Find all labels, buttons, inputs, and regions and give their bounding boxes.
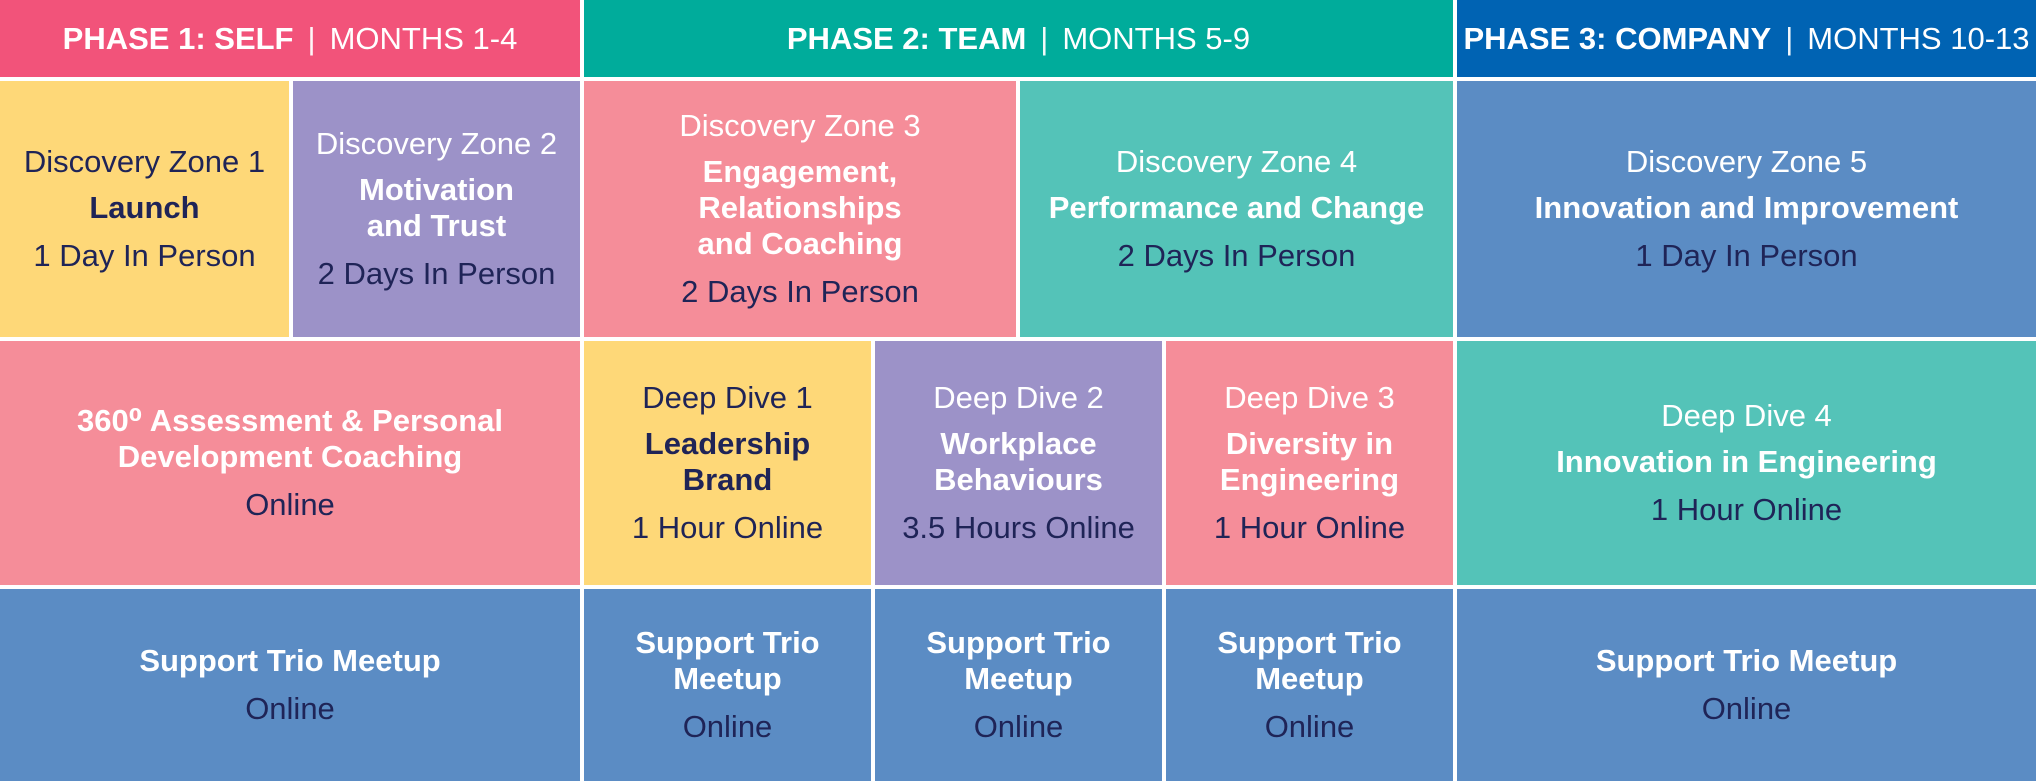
phase-2-title: PHASE 2: TEAM — [786, 20, 1027, 56]
deep-dive-4-format: 1 Hour Online — [1650, 492, 1843, 527]
deep-dive-1-label: Deep Dive 1 — [642, 380, 813, 415]
discovery-zone-3-label: Discovery Zone 3 — [679, 108, 921, 143]
support-trio-1: Support Trio Meetup Online — [0, 589, 580, 781]
discovery-zone-2-format: 2 Days In Person — [317, 256, 556, 291]
phase-1-separator: | — [307, 20, 316, 56]
deep-dive-3-format: 1 Hour Online — [1213, 510, 1406, 545]
support-trio-1-name: Support Trio Meetup — [139, 643, 441, 678]
phase-3-separator: | — [1785, 20, 1794, 56]
support-trio-4-format: Online — [1264, 709, 1355, 744]
support-trio-2-format: Online — [682, 709, 773, 744]
deep-dive-2-format: 3.5 Hours Online — [902, 510, 1135, 545]
discovery-zone-5-name: Innovation and Improvement — [1534, 190, 1959, 225]
discovery-zone-4-format: 2 Days In Person — [1117, 238, 1356, 273]
deep-dive-4-name: Innovation in Engineering — [1556, 444, 1937, 479]
discovery-zone-4: Discovery Zone 4 Performance and Change … — [1020, 81, 1453, 337]
support-trio-5-format: Online — [1701, 691, 1792, 726]
phase-3-title: PHASE 3: COMPANY — [1463, 20, 1772, 56]
discovery-zone-5-label: Discovery Zone 5 — [1625, 144, 1868, 179]
discovery-zone-4-name: Performance and Change — [1048, 190, 1425, 225]
phase-2-header: PHASE 2: TEAM | MONTHS 5-9 — [584, 0, 1453, 77]
phase-3-header: PHASE 3: COMPANY | MONTHS 10-13 — [1457, 0, 2036, 77]
discovery-zone-2-label: Discovery Zone 2 — [315, 126, 558, 161]
deep-dive-1-format: 1 Hour Online — [631, 510, 824, 545]
discovery-zone-5: Discovery Zone 5 Innovation and Improvem… — [1457, 81, 2036, 337]
phase-1-header: PHASE 1: SELF | MONTHS 1-4 — [0, 0, 580, 77]
support-trio-5: Support Trio Meetup Online — [1457, 589, 2036, 781]
deep-dive-2-label: Deep Dive 2 — [933, 380, 1104, 415]
phase-3-months: MONTHS 10-13 — [1807, 20, 2030, 56]
phase-1-months: MONTHS 1-4 — [329, 20, 518, 56]
phase-2-months: MONTHS 5-9 — [1062, 20, 1251, 56]
deep-dive-3-label: Deep Dive 3 — [1224, 380, 1395, 415]
discovery-zone-1-label: Discovery Zone 1 — [23, 144, 266, 179]
support-trio-5-name: Support Trio Meetup — [1595, 643, 1898, 678]
deep-dive-4: Deep Dive 4 Innovation in Engineering 1 … — [1457, 341, 2036, 585]
phase-2-separator: | — [1040, 20, 1049, 56]
discovery-zone-1-name: Launch — [89, 190, 200, 225]
discovery-zone-4-label: Discovery Zone 4 — [1115, 144, 1358, 179]
discovery-zone-1: Discovery Zone 1 Launch 1 Day In Person — [0, 81, 289, 337]
discovery-zone-3-format: 2 Days In Person — [681, 274, 919, 309]
support-trio-1-format: Online — [245, 691, 335, 726]
discovery-zone-3: Discovery Zone 3 Engagement,Relationship… — [584, 81, 1016, 337]
discovery-zone-5-format: 1 Day In Person — [1635, 238, 1858, 273]
deep-dive-4-label: Deep Dive 4 — [1661, 398, 1832, 433]
phase-1-title: PHASE 1: SELF — [62, 20, 294, 56]
assessment-format: Online — [245, 487, 335, 522]
support-trio-3-format: Online — [973, 709, 1064, 744]
discovery-zone-1-format: 1 Day In Person — [33, 238, 256, 273]
